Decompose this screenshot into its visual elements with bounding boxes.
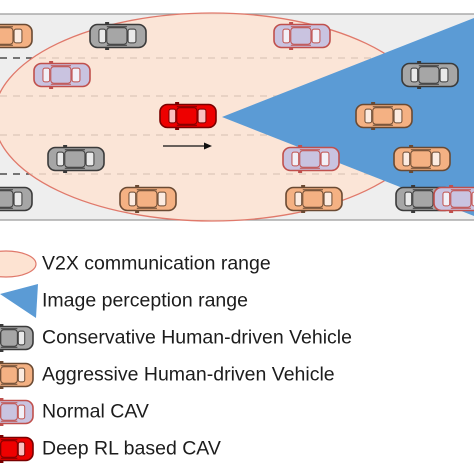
vehicle-normal-cav (273, 22, 331, 50)
legend-label-v2x: V2X communication range (42, 252, 271, 275)
legend-car-deep-rl (0, 435, 34, 463)
legend-label-conservative: Conservative Human-driven Vehicle (42, 326, 352, 349)
vehicle-conservative (47, 145, 105, 173)
perception-range-swatch-icon (0, 284, 38, 318)
aggressive-vehicle-swatch-icon (0, 361, 34, 389)
vehicle-normal-cav (282, 145, 340, 173)
legend-label-deep-rl: Deep RL based CAV (42, 437, 221, 460)
vehicle-layer (0, 22, 474, 213)
legend-car-conservative (0, 324, 34, 352)
vehicle-aggressive (285, 185, 343, 213)
direction-arrowhead (204, 142, 212, 150)
legend: V2X communication range Image perception… (0, 244, 474, 474)
conservative-vehicle-swatch-icon (0, 324, 34, 352)
vehicle-conservative (0, 186, 33, 212)
normal-cav-swatch-icon (0, 398, 34, 426)
legend-label-aggressive: Aggressive Human-driven Vehicle (42, 363, 335, 386)
legend-car-aggressive (0, 361, 34, 389)
vehicle-aggressive (393, 145, 451, 173)
vehicle-aggressive (119, 185, 177, 213)
vehicle-conservative (89, 22, 147, 50)
highway-scene (0, 12, 474, 222)
legend-label-normal-cav: Normal CAV (42, 400, 149, 423)
v2x-range-swatch-icon (0, 250, 37, 278)
vehicle-conservative (401, 61, 459, 89)
vehicle-deep-rl (159, 102, 217, 130)
vehicle-normal-cav (433, 185, 474, 213)
vehicle-aggressive (355, 102, 413, 130)
deep-rl-cav-swatch-icon (0, 435, 34, 463)
legend-car-normal-cav (0, 398, 34, 426)
vehicle-aggressive (0, 23, 33, 49)
vehicle-normal-cav (33, 61, 91, 89)
legend-label-perception: Image perception range (42, 289, 248, 312)
